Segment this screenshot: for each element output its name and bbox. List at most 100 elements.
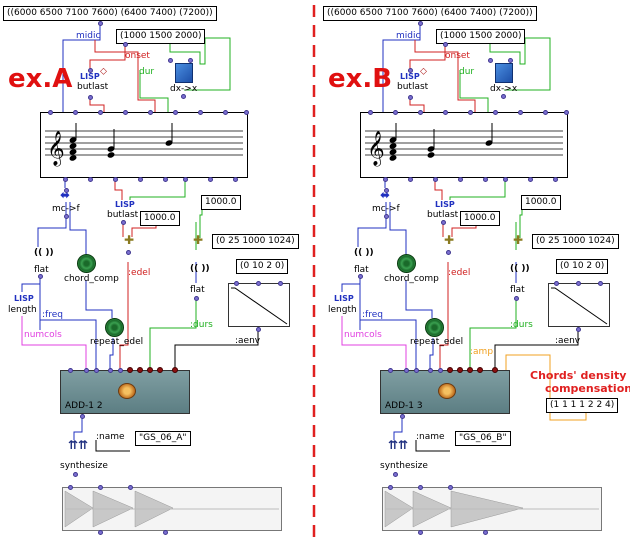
outlet-dot[interactable] xyxy=(483,177,488,182)
bpf-points-box[interactable]: (0 25 1000 1024) xyxy=(212,234,299,249)
inlet-dot[interactable] xyxy=(388,485,393,490)
synth-inlet[interactable] xyxy=(68,368,73,373)
synth-inlet[interactable] xyxy=(127,367,133,373)
env-points-box[interactable]: (0 10 2 0) xyxy=(556,259,609,274)
synth-inlet[interactable] xyxy=(477,367,483,373)
outlet-dot[interactable] xyxy=(138,177,143,182)
outlet-dot[interactable] xyxy=(233,177,238,182)
inlet-dot[interactable] xyxy=(256,281,261,286)
synth-inlet[interactable] xyxy=(388,368,393,373)
inlet-dot[interactable] xyxy=(418,485,423,490)
outlet-dot[interactable] xyxy=(553,177,558,182)
inlet-dot[interactable] xyxy=(168,58,173,63)
inlet-dot[interactable] xyxy=(173,110,178,115)
repeat-edel-icon[interactable] xyxy=(105,318,124,337)
outlet-dot[interactable] xyxy=(441,220,446,225)
synth-inlet[interactable] xyxy=(404,368,409,373)
outlet-dot[interactable] xyxy=(483,530,488,535)
dx-to-x-icon[interactable] xyxy=(495,63,513,83)
inlet-dot[interactable] xyxy=(98,485,103,490)
waveform-display[interactable] xyxy=(62,487,282,531)
inlet-dot[interactable] xyxy=(88,68,93,73)
synth-inlet[interactable] xyxy=(492,367,498,373)
chords-input-box[interactable]: ((6000 6500 7100 7600) (6400 7400) (7200… xyxy=(323,6,537,21)
synth-inlet[interactable] xyxy=(108,368,113,373)
mc-to-f-box[interactable]: mc->f xyxy=(372,204,400,214)
inlet-dot[interactable] xyxy=(393,110,398,115)
outlet-dot[interactable] xyxy=(256,327,261,332)
inlet-dot[interactable] xyxy=(443,110,448,115)
length-box[interactable]: length xyxy=(328,305,357,315)
outlet-dot[interactable] xyxy=(80,414,85,419)
inlet-dot[interactable] xyxy=(123,110,128,115)
name-value-box[interactable]: "GS_06_B" xyxy=(455,431,511,446)
inlet-dot[interactable] xyxy=(468,110,473,115)
repeat-edel-icon[interactable] xyxy=(425,318,444,337)
density-values-box[interactable]: (1 1 1 1 2 2 4) xyxy=(546,398,619,413)
add-synth-box[interactable]: ADD-1 3 xyxy=(380,370,510,414)
inlet-dot[interactable] xyxy=(64,188,69,193)
inlet-dot[interactable] xyxy=(73,110,78,115)
outlet-dot[interactable] xyxy=(64,214,69,219)
outlet-dot[interactable] xyxy=(126,250,131,255)
outlet-dot[interactable] xyxy=(446,250,451,255)
length-box[interactable]: length xyxy=(8,305,37,315)
synthesize-icon[interactable]: ⇈⇈ xyxy=(388,438,409,452)
bpf-points-box[interactable]: (0 25 1000 1024) xyxy=(532,234,619,249)
butlast-box[interactable]: butlast xyxy=(107,210,139,220)
synth-inlet[interactable] xyxy=(457,367,463,373)
inlet-dot[interactable] xyxy=(418,110,423,115)
name-value-box[interactable]: "GS_06_A" xyxy=(135,431,191,446)
outlet-dot[interactable] xyxy=(408,95,413,100)
outlet-dot[interactable] xyxy=(400,414,405,419)
outlet-dot[interactable] xyxy=(38,274,43,279)
synth-inlet[interactable] xyxy=(157,367,163,373)
outlet-dot[interactable] xyxy=(443,42,448,47)
durs-value-box[interactable]: 1000.0 xyxy=(201,195,241,210)
edel-value-box[interactable]: 1000.0 xyxy=(460,211,500,226)
chord-seq-staff[interactable]: 𝄞 xyxy=(360,112,568,178)
outlet-dot[interactable] xyxy=(528,177,533,182)
outlet-dot[interactable] xyxy=(208,177,213,182)
inlet-dot[interactable] xyxy=(148,110,153,115)
inlet-dot[interactable] xyxy=(234,281,239,286)
outlet-dot[interactable] xyxy=(383,177,388,182)
outlet-dot[interactable] xyxy=(503,177,508,182)
waveform-display[interactable] xyxy=(382,487,602,531)
outlet-dot[interactable] xyxy=(113,177,118,182)
synthesize-icon[interactable]: ⇈⇈ xyxy=(68,438,89,452)
inlet-dot[interactable] xyxy=(278,281,283,286)
dx-to-x-icon[interactable] xyxy=(175,63,193,83)
outlet-dot[interactable] xyxy=(408,177,413,182)
inlet-dot[interactable] xyxy=(68,485,73,490)
inlet-dot[interactable] xyxy=(244,110,249,115)
inlet-dot[interactable] xyxy=(554,281,559,286)
chord-comp-icon[interactable] xyxy=(397,254,416,273)
synth-inlet[interactable] xyxy=(84,368,89,373)
inlet-dot[interactable] xyxy=(198,110,203,115)
outlet-dot[interactable] xyxy=(384,214,389,219)
inlet-dot[interactable] xyxy=(493,110,498,115)
outlet-dot[interactable] xyxy=(183,177,188,182)
synth-inlet[interactable] xyxy=(94,368,99,373)
inlet-dot[interactable] xyxy=(576,281,581,286)
add-synth-box[interactable]: ADD-1 2 xyxy=(60,370,190,414)
outlet-dot[interactable] xyxy=(98,21,103,26)
mc-to-f-box[interactable]: mc->f xyxy=(52,204,80,214)
synth-inlet[interactable] xyxy=(172,367,178,373)
outlet-dot[interactable] xyxy=(433,177,438,182)
outlet-dot[interactable] xyxy=(88,95,93,100)
outlet-dot[interactable] xyxy=(576,327,581,332)
inlet-dot[interactable] xyxy=(48,110,53,115)
outlet-dot[interactable] xyxy=(514,296,519,301)
butlast-box[interactable]: butlast xyxy=(77,82,109,92)
chord-seq-staff[interactable]: 𝄞 xyxy=(40,112,248,178)
chord-comp-icon[interactable] xyxy=(77,254,96,273)
onsets-input-box[interactable]: (1000 1500 2000) xyxy=(436,29,526,44)
outlet-dot[interactable] xyxy=(418,530,423,535)
inlet-dot[interactable] xyxy=(598,281,603,286)
flat-box[interactable]: flat xyxy=(510,285,525,295)
synth-inlet[interactable] xyxy=(118,368,123,373)
outlet-dot[interactable] xyxy=(88,177,93,182)
chords-input-box[interactable]: ((6000 6500 7100 7600) (6400 7400) (7200… xyxy=(3,6,217,21)
